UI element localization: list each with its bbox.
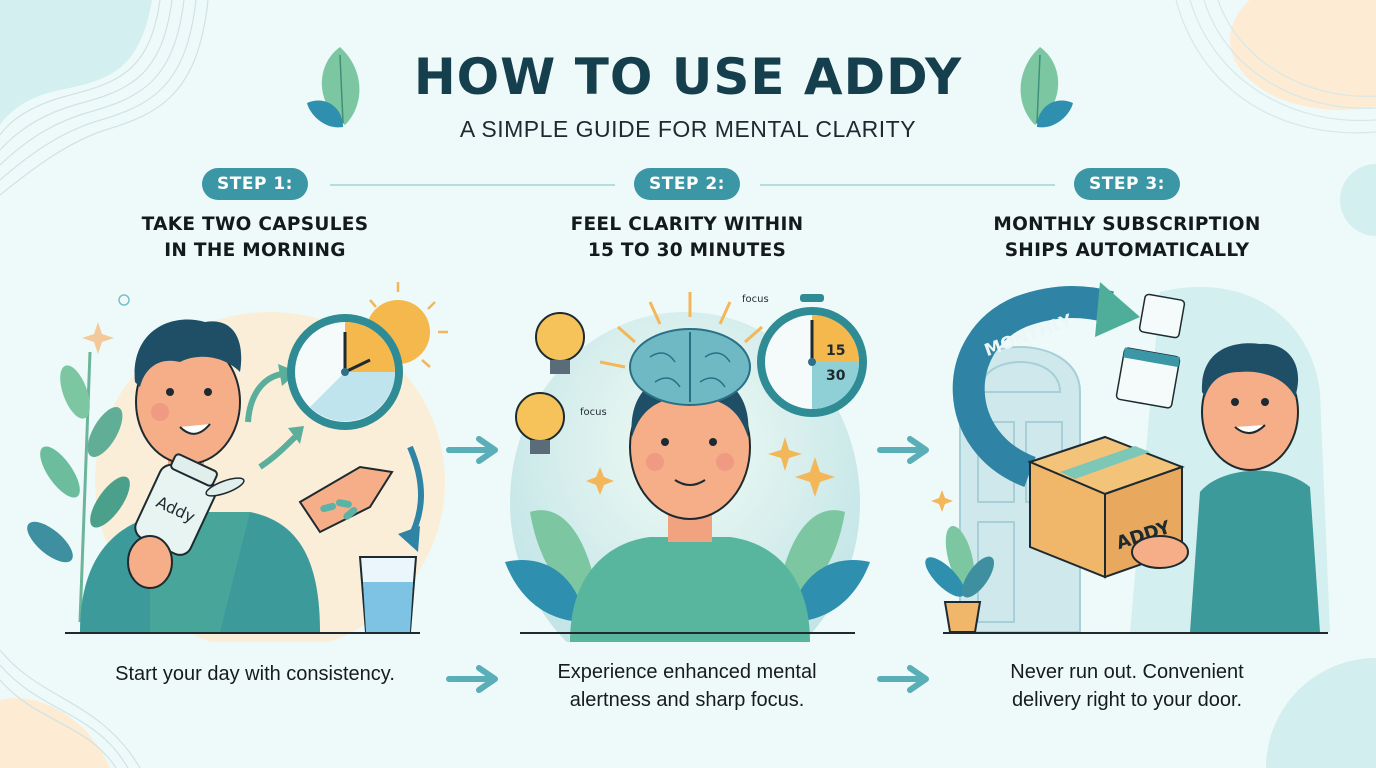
description-line: Never run out. Convenient — [1010, 661, 1244, 683]
step-1-illustration: Addy — [27, 282, 448, 642]
step-heading-line: SHIPS AUTOMATICALLY — [1004, 240, 1250, 261]
sparkle-icon — [82, 322, 114, 354]
focus-label: focus — [742, 294, 769, 305]
ground-line — [65, 632, 420, 634]
lightbulb-icon — [515, 312, 585, 454]
plant-icon — [27, 351, 130, 623]
description-line: delivery right to your door. — [1011, 689, 1243, 711]
cycle-arrow-icon: MONTHLY — [952, 282, 1140, 487]
description-line: alertness and sharp focus. — [569, 689, 805, 711]
step-heading-line: MONTHLY SUBSCRIPTION — [993, 214, 1261, 235]
next-arrow-icon — [877, 665, 929, 693]
ground-line — [520, 632, 855, 634]
step-1-header: STEP 1: TAKE TWO CAPSULES IN THE MORNING — [55, 168, 455, 264]
next-arrow-icon — [446, 665, 498, 693]
step-heading: MONTHLY SUBSCRIPTION SHIPS AUTOMATICALLY — [927, 212, 1327, 264]
step-badge: STEP 2: — [634, 168, 740, 200]
step-connector-line — [760, 184, 1055, 186]
clock-icon — [287, 314, 403, 430]
timer-label: 15 — [826, 343, 845, 359]
description-line: Start your day with consistency. — [115, 663, 395, 685]
step-3-description: Never run out. Convenient delivery right… — [927, 658, 1327, 714]
step-connector-line — [330, 184, 615, 186]
sparkle-icon — [586, 437, 835, 497]
step-2-illustration: focus focus 15 30 — [505, 292, 870, 642]
step-3-header: STEP 3: MONTHLY SUBSCRIPTION SHIPS AUTOM… — [927, 168, 1327, 264]
step-heading-line: FEEL CLARITY WITHIN — [570, 214, 804, 235]
step-1-description: Start your day with consistency. — [55, 660, 455, 688]
page-title: HOW TO USE ADDY — [413, 48, 963, 106]
person-icon — [570, 372, 810, 642]
step-heading-line: IN THE MORNING — [164, 240, 346, 261]
person-icon — [1190, 343, 1320, 632]
next-arrow-icon — [877, 436, 929, 464]
step-badge: STEP 3: — [1074, 168, 1180, 200]
step-heading-line: 15 TO 30 MINUTES — [587, 240, 787, 261]
timer-label: 30 — [826, 368, 846, 384]
calendar-icon — [1115, 293, 1186, 409]
water-glass-icon — [358, 556, 418, 633]
step-heading: TAKE TWO CAPSULES IN THE MORNING — [55, 212, 455, 264]
stopwatch-icon: 15 30 — [757, 294, 867, 417]
brain-icon — [629, 328, 751, 406]
step-3-illustration: MONTHLY ADDY — [925, 282, 1330, 633]
step-heading-line: TAKE TWO CAPSULES — [141, 214, 369, 235]
step-heading: FEEL CLARITY WITHIN 15 TO 30 MINUTES — [487, 212, 887, 264]
leaf-left-icon — [307, 47, 360, 128]
step-badge: STEP 1: — [202, 168, 308, 200]
capsules-icon — [320, 499, 358, 520]
step-2-header: STEP 2: FEEL CLARITY WITHIN 15 TO 30 MIN… — [487, 168, 887, 264]
page-subtitle: A SIMPLE GUIDE FOR MENTAL CLARITY — [459, 116, 917, 142]
step-2-description: Experience enhanced mental alertness and… — [487, 658, 887, 714]
next-arrow-icon — [446, 436, 498, 464]
curved-arrow-icon — [245, 371, 298, 470]
sparkle-icon — [931, 490, 953, 512]
supplement-bottle-icon: Addy — [134, 453, 218, 556]
ground-line — [943, 632, 1328, 634]
leaf-right-icon — [1020, 47, 1073, 128]
description-line: Experience enhanced mental — [557, 661, 817, 683]
focus-label: focus — [580, 407, 607, 418]
